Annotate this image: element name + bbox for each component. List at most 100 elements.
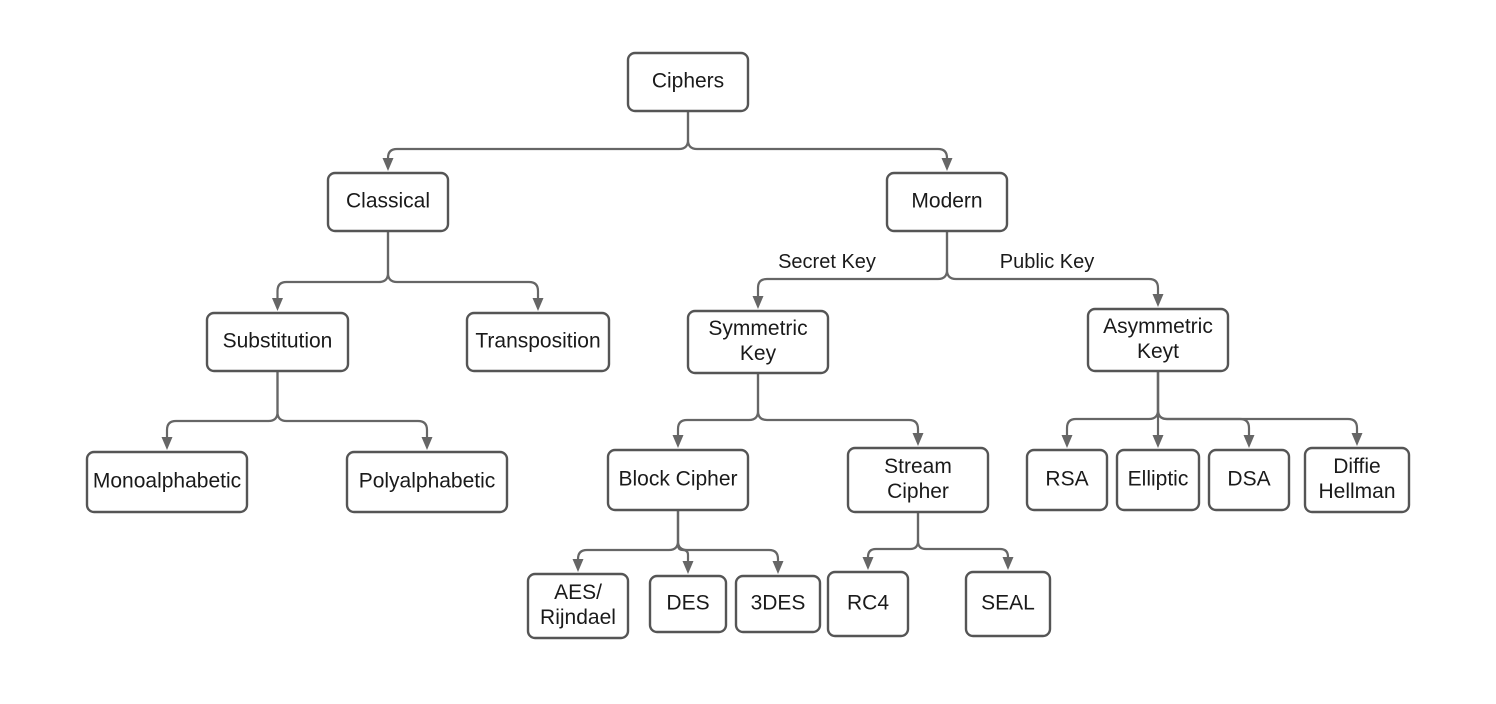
arrowhead-substitution-monoalphabetic [161,437,173,450]
node-label-polyalphabetic: Polyalphabetic [359,470,496,493]
edge-substitution-monoalphabetic [165,371,279,437]
node-label-asymmetric-key: Asymmetric [1103,315,1213,338]
node-box-elliptic[interactable] [1115,448,1201,512]
node-ciphers[interactable]: Ciphers [626,51,750,113]
edge-ciphers-classical [386,111,690,159]
node-label-substitution: Substitution [223,330,333,353]
node-label-aes-rijndael: Rijndael [540,606,616,629]
edge-block-3des [676,510,780,561]
node-classical[interactable]: Classical [326,171,450,233]
arrowhead-block-des [682,561,694,574]
node-label-symmetric-key: Symmetric [708,317,807,340]
edge-symmetric-stream [756,373,920,433]
edge-asymmetric-diffie [1156,371,1359,433]
node-label-block-cipher: Block Cipher [618,468,737,491]
arrowhead-ciphers-classical [382,158,394,171]
node-label-diffie-hellman: Hellman [1318,480,1395,503]
node-box-rsa[interactable] [1025,448,1109,512]
node-3des[interactable]: 3DES [734,574,822,634]
node-label-seal: SEAL [981,592,1035,615]
node-label-diffie-hellman: Diffie [1333,455,1380,478]
edge-symmetric-block [676,373,760,435]
node-box-transposition[interactable] [465,311,611,373]
node-box-modern[interactable] [885,171,1009,233]
edge-substitution-polyalphabetic [276,371,429,437]
public-key-label: Public Key [1000,251,1095,273]
node-box-ciphers[interactable] [626,51,750,113]
arrowhead-asymmetric-rsa [1061,435,1073,448]
node-box-substitution[interactable] [205,311,350,373]
secret-key-label: Secret Key [778,251,876,273]
edge-ciphers-modern [686,111,949,159]
node-box-stream-cipher[interactable] [846,446,990,514]
arrowhead-substitution-polyalphabetic [421,437,433,450]
node-box-dsa[interactable] [1207,448,1291,512]
node-label-aes-rijndael: AES/ [554,581,602,604]
edge-block-aes [576,510,680,560]
arrowhead-modern-symmetric [752,296,764,309]
edge-block-des [676,510,690,561]
node-box-classical[interactable] [326,171,450,233]
node-box-asymmetric-key[interactable] [1086,307,1230,373]
edge-classical-substitution [276,231,390,298]
arrowhead-block-3des [772,561,784,574]
node-box-block-cipher[interactable] [606,448,750,512]
node-label-stream-cipher: Stream [884,455,952,478]
arrowhead-ciphers-modern [941,158,953,171]
node-label-symmetric-key: Key [740,342,777,365]
node-label-rsa: RSA [1045,468,1088,491]
node-aes-rijndael[interactable]: AES/Rijndael [526,572,630,640]
node-transposition[interactable]: Transposition [465,311,611,373]
node-dsa[interactable]: DSA [1207,448,1291,512]
edge-asymmetric-rsa [1065,371,1160,435]
arrowhead-block-aes [572,559,584,572]
node-monoalphabetic[interactable]: Monoalphabetic [85,450,249,514]
arrowhead-asymmetric-dsa [1243,435,1255,448]
node-label-rc4: RC4 [847,592,889,615]
edge-labels-layer: Secret Key Public Key [778,251,1094,273]
node-label-monoalphabetic: Monoalphabetic [93,470,241,493]
node-polyalphabetic[interactable]: Polyalphabetic [345,450,509,514]
edge-asymmetric-dsa [1156,371,1251,435]
node-seal[interactable]: SEAL [964,570,1052,638]
edge-stream-seal [916,512,1010,558]
node-box-diffie-hellman[interactable] [1303,446,1411,514]
arrowhead-asymmetric-elliptic [1152,435,1164,448]
node-box-seal[interactable] [964,570,1052,638]
node-box-polyalphabetic[interactable] [345,450,509,514]
node-rc4[interactable]: RC4 [826,570,910,638]
node-label-transposition: Transposition [475,330,600,353]
node-elliptic[interactable]: Elliptic [1115,448,1201,512]
node-box-3des[interactable] [734,574,822,634]
arrowhead-classical-substitution [272,298,283,311]
arrowhead-asymmetric-diffie [1351,433,1363,446]
node-box-monoalphabetic[interactable] [85,450,249,514]
node-label-3des: 3DES [751,592,806,615]
edge-stream-rc4 [866,512,920,558]
edges-layer [161,111,1363,574]
node-modern[interactable]: Modern [885,171,1009,233]
arrowhead-modern-asymmetric [1152,294,1164,307]
node-box-aes-rijndael[interactable] [526,572,630,640]
arrowhead-symmetric-stream [912,433,924,446]
edge-classical-transposition [386,231,540,298]
arrowhead-stream-rc4 [862,557,874,570]
node-des[interactable]: DES [648,574,728,634]
node-label-elliptic: Elliptic [1128,468,1189,491]
node-label-modern: Modern [911,190,982,213]
node-rsa[interactable]: RSA [1025,448,1109,512]
node-block-cipher[interactable]: Block Cipher [606,448,750,512]
arrowhead-stream-seal [1002,557,1014,570]
edge-modern-asymmetric [945,231,1160,294]
node-substitution[interactable]: Substitution [205,311,350,373]
node-label-classical: Classical [346,190,430,213]
node-box-des[interactable] [648,574,728,634]
node-box-symmetric-key[interactable] [686,309,830,375]
node-box-rc4[interactable] [826,570,910,638]
